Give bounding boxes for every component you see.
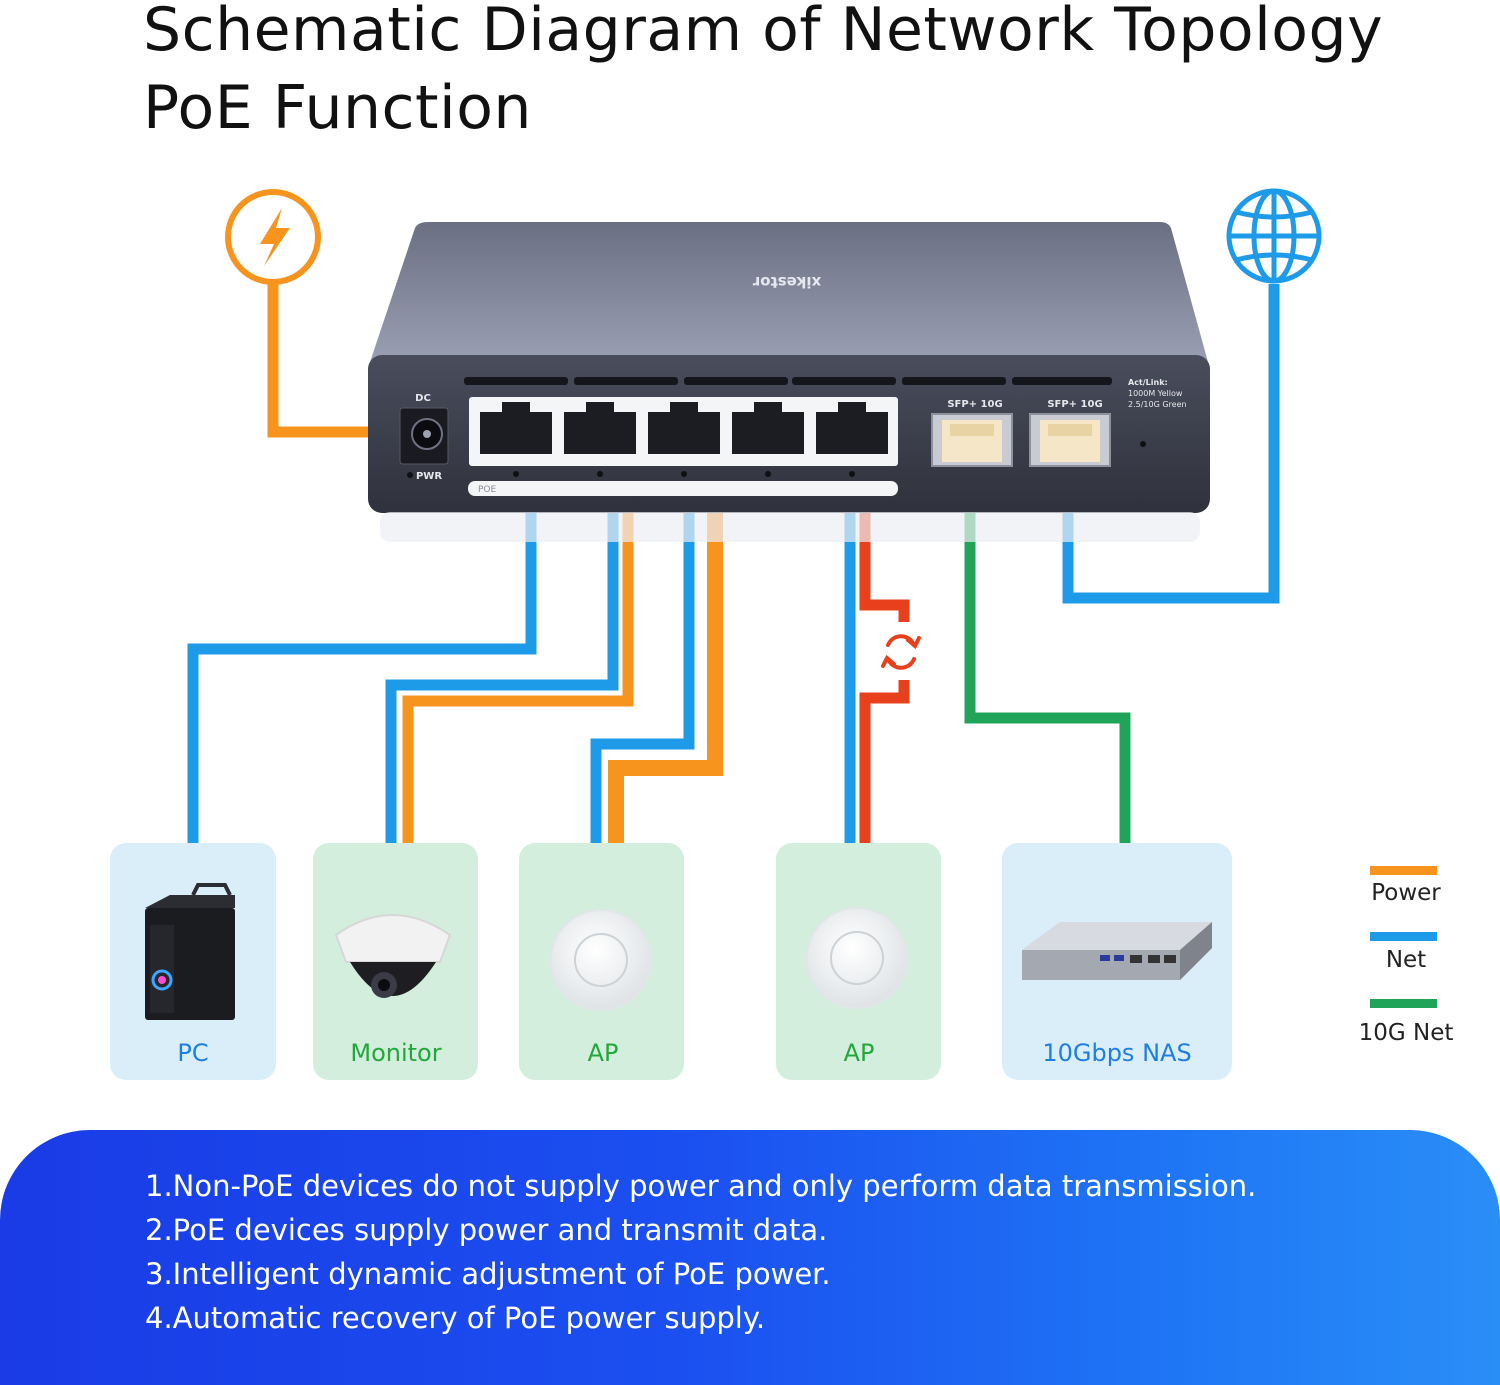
refresh-icon [881, 634, 921, 670]
access-point-icon [806, 907, 908, 1009]
device-label-monitor: Monitor [350, 1039, 441, 1067]
access-point-icon [550, 909, 652, 1011]
cable-power-ap-1 [608, 473, 723, 843]
note-item: 2.PoE devices supply power and transmit … [145, 1213, 828, 1247]
rj45-port-3 [648, 402, 720, 454]
device-label-nas: 10Gbps NAS [1042, 1039, 1191, 1067]
device-card-monitor: Monitor [313, 843, 478, 1080]
rj45-port-4 [732, 402, 804, 454]
pwr-label: PWR [416, 471, 442, 482]
switch-reflection [380, 512, 1200, 542]
device-label-pc: PC [177, 1039, 208, 1067]
cable-net-pc [187, 465, 537, 843]
nas-icon [1022, 922, 1212, 980]
page-title: Schematic Diagram of Network Topology [143, 0, 1384, 65]
lightning-bolt-icon [225, 189, 321, 285]
globe-icon [1226, 188, 1322, 284]
device-label-ap-1: AP [588, 1039, 619, 1067]
poe-strip-label: POE [478, 485, 497, 495]
cable-net-monitor [385, 465, 619, 843]
note-item: 4.Automatic recovery of PoE power supply… [145, 1301, 766, 1335]
dc-label: DC [415, 393, 431, 404]
sfp-port-2 [1029, 413, 1111, 467]
notes-panel: 1.Non-PoE devices do not supply power an… [0, 1130, 1500, 1385]
device-card-ap-1: AP [519, 843, 684, 1080]
led-legend-line2: 2.5/10G Green [1128, 400, 1187, 409]
cable-10g-nas [964, 465, 1131, 843]
cable-recovery-bottom [859, 680, 910, 843]
sfp-label-1: SFP+ 10G [947, 399, 1002, 410]
reset-hole [1140, 441, 1146, 447]
rj45-port-5 [816, 402, 888, 454]
rj45-port-2 [564, 402, 636, 454]
switch-top [370, 222, 1208, 362]
legend-label-10g-net: 10G Net [1359, 1020, 1454, 1046]
legend-item-net: Net [1370, 932, 1437, 973]
device-card-pc: PC [110, 843, 276, 1080]
notes-list: 1.Non-PoE devices do not supply power an… [0, 1130, 1500, 1340]
note-item: 1.Non-PoE devices do not supply power an… [145, 1169, 1257, 1203]
rj45-ports [480, 402, 888, 454]
legend-label-net: Net [1386, 947, 1426, 973]
device-label-ap-2: AP [844, 1039, 875, 1067]
topology-diagram: PC Monitor AP AP [110, 188, 1454, 1080]
led-legend-line1: 1000M Yellow [1128, 389, 1183, 398]
dome-camera-icon [334, 914, 452, 998]
page-subtitle: PoE Function [143, 73, 532, 143]
note-item: 3.Intelligent dynamic adjustment of PoE … [145, 1257, 831, 1291]
device-card-ap-2: AP [776, 843, 941, 1080]
switch-brand: xikestor [752, 273, 821, 291]
legend-item-10g-net: 10G Net [1359, 999, 1454, 1046]
poe-label-strip [468, 481, 898, 496]
network-switch: xikestor DC PWR [368, 222, 1210, 542]
device-card-nas: 10Gbps NAS [1002, 843, 1232, 1080]
sfp-port-1 [931, 413, 1013, 467]
legend-item-power: Power [1370, 866, 1441, 906]
sfp-label-2: SFP+ 10G [1047, 399, 1102, 410]
cable-power-monitor [402, 465, 634, 843]
legend: Power Net 10G Net [1359, 866, 1454, 1046]
pc-tower-icon [145, 883, 235, 1020]
vent-slots [464, 377, 1112, 385]
rj45-port-1 [480, 402, 552, 454]
led-legend-title: Act/Link: [1128, 378, 1168, 387]
legend-label-power: Power [1371, 880, 1441, 906]
cable-net-ap-1 [590, 465, 695, 843]
